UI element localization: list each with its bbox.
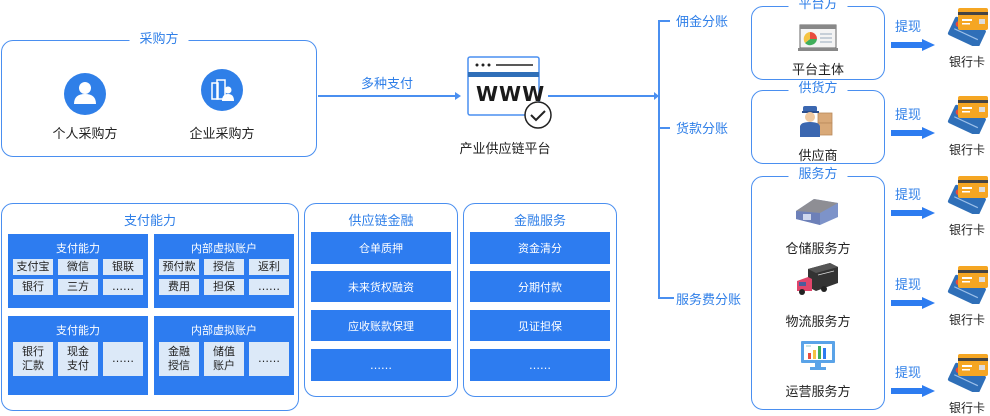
chip-more: …… bbox=[103, 279, 143, 295]
payment-group-3-title: 支付能力 bbox=[56, 324, 100, 337]
split-label-goods: 货款分账 bbox=[674, 118, 731, 137]
recipient-member-supplier: 供应商 bbox=[798, 149, 838, 164]
recipient-title-service: 服务方 bbox=[788, 166, 848, 184]
chip-third-party: 三方 bbox=[58, 279, 98, 295]
chip-bank-transfer: 银行 汇款 bbox=[13, 342, 53, 376]
payment-flow-label: 多种支付 bbox=[361, 77, 414, 92]
chip-stored-value: 储值 账户 bbox=[204, 342, 244, 376]
recipient-member-operations: 运营服务方 bbox=[785, 385, 851, 400]
withdraw-arrow-icon bbox=[891, 382, 935, 397]
payment-group-3: 支付能力 银行 汇款 现金 支付 …… bbox=[8, 316, 148, 395]
payment-group-4-title: 内部虚拟账户 bbox=[191, 324, 257, 337]
chip-alipay: 支付宝 bbox=[13, 259, 53, 275]
scf-item-future-goods: 未来货权融资 bbox=[311, 271, 451, 302]
split-branch-goods bbox=[658, 127, 670, 129]
withdraw-label: 提现 bbox=[895, 278, 922, 293]
platform-icon-text: WWW bbox=[476, 82, 546, 106]
withdraw-arrow-icon bbox=[891, 124, 935, 139]
chart-monitor-icon bbox=[800, 340, 836, 376]
withdraw-arrow-icon bbox=[891, 36, 935, 51]
bank-card-label: 银行卡 bbox=[949, 401, 986, 415]
bank-card-icon bbox=[946, 264, 990, 308]
scf-item-receivables: 应收账款保理 bbox=[311, 310, 451, 341]
withdraw-label: 提现 bbox=[895, 20, 922, 35]
supply-chain-finance-title: 供应链金融 bbox=[348, 214, 414, 229]
payment-group-1-title: 支付能力 bbox=[56, 242, 100, 255]
chip-prepayment: 预付款 bbox=[159, 259, 199, 275]
chip-wechat: 微信 bbox=[58, 259, 98, 275]
platform-to-split-arrow bbox=[654, 91, 659, 100]
bank-card-icon bbox=[946, 94, 990, 138]
chip-financial-credit: 金融 授信 bbox=[159, 342, 199, 376]
split-label-commission: 佣金分账 bbox=[674, 11, 731, 30]
purchaser-frame: 采购方 个人采购方 企业采购方 bbox=[1, 31, 317, 157]
payment-flow-line bbox=[318, 95, 455, 97]
chip-unionpay: 银联 bbox=[103, 259, 143, 275]
scf-item-more: …… bbox=[311, 349, 451, 381]
financial-services-panel: 金融服务 资金清分 分期付款 见证担保 …… bbox=[463, 203, 617, 397]
chip-fees: 费用 bbox=[159, 279, 199, 295]
recipient-frame-supplier: 供货方 供应商 bbox=[751, 80, 885, 164]
withdraw-label: 提现 bbox=[895, 366, 922, 381]
chip-more: …… bbox=[249, 279, 289, 295]
fs-item-escrow: 见证担保 bbox=[470, 310, 610, 341]
recipient-member-platform: 平台主体 bbox=[791, 63, 844, 78]
fs-item-clearing: 资金清分 bbox=[470, 232, 610, 264]
supplier-icon bbox=[798, 103, 838, 145]
split-tree-trunk bbox=[658, 20, 660, 298]
purchaser-item-enterprise: 企业采购方 bbox=[189, 127, 255, 142]
bank-card-label: 银行卡 bbox=[949, 223, 986, 237]
recipient-frame-platform: 平台方 平台主体 bbox=[751, 0, 885, 80]
scf-item-warehouse-receipt: 仓单质押 bbox=[311, 232, 451, 264]
payment-capability-title: 支付能力 bbox=[123, 214, 176, 229]
bank-card-icon bbox=[946, 174, 990, 218]
recipient-frame-service: 服务方 仓储服务方 物流服务方 bbox=[751, 166, 885, 410]
chip-credit: 授信 bbox=[204, 259, 244, 275]
payment-group-2: 内部虚拟账户 预付款 授信 返利 费用 担保 …… bbox=[154, 234, 294, 308]
chip-rebate: 返利 bbox=[249, 259, 289, 275]
payment-flow-arrow bbox=[455, 91, 461, 100]
recipient-member-warehouse: 仓储服务方 bbox=[785, 242, 851, 257]
fs-item-installment: 分期付款 bbox=[470, 271, 610, 302]
chip-guarantee: 担保 bbox=[204, 279, 244, 295]
split-branch-commission bbox=[658, 20, 670, 22]
recipient-title-platform: 平台方 bbox=[788, 0, 848, 14]
withdraw-label: 提现 bbox=[895, 108, 922, 123]
withdraw-arrow-icon bbox=[891, 294, 935, 309]
payment-group-4: 内部虚拟账户 金融 授信 储值 账户 …… bbox=[154, 316, 294, 395]
recipient-title-supplier: 供货方 bbox=[788, 80, 848, 98]
withdraw-label: 提现 bbox=[895, 188, 922, 203]
payment-capability-panel: 支付能力 支付能力 支付宝 微信 银联 银行 三方 …… 内部虚拟账户 预付款 … bbox=[1, 203, 299, 411]
recipient-member-logistics: 物流服务方 bbox=[785, 315, 851, 330]
truck-icon bbox=[794, 261, 840, 301]
chip-more: …… bbox=[103, 342, 143, 376]
chip-more: …… bbox=[249, 342, 289, 376]
payment-group-1: 支付能力 支付宝 微信 银联 银行 三方 …… bbox=[8, 234, 148, 308]
withdraw-arrow-icon bbox=[891, 204, 935, 219]
chip-cash-payment: 现金 支付 bbox=[58, 342, 98, 376]
split-branch-service bbox=[658, 297, 674, 299]
split-label-service: 服务费分账 bbox=[674, 289, 744, 308]
bank-card-label: 银行卡 bbox=[949, 143, 986, 157]
person-icon bbox=[64, 73, 106, 115]
enterprise-icon bbox=[201, 69, 243, 111]
financial-services-title: 金融服务 bbox=[513, 214, 566, 229]
supply-chain-finance-panel: 供应链金融 仓单质押 未来货权融资 应收账款保理 …… bbox=[304, 203, 458, 397]
payment-group-2-title: 内部虚拟账户 bbox=[191, 242, 257, 255]
platform-label: 产业供应链平台 bbox=[459, 142, 551, 157]
chip-bank: 银行 bbox=[13, 279, 53, 295]
platform-to-split-line bbox=[548, 95, 656, 97]
warehouse-icon bbox=[794, 193, 840, 231]
platform-web-icon: WWW bbox=[467, 56, 557, 131]
purchaser-item-personal: 个人采购方 bbox=[52, 127, 118, 142]
bank-card-label: 银行卡 bbox=[949, 55, 986, 69]
bank-card-icon bbox=[946, 6, 990, 50]
dashboard-monitor-icon bbox=[798, 24, 838, 58]
bank-card-icon bbox=[946, 352, 990, 396]
fs-item-more: …… bbox=[470, 349, 610, 381]
purchaser-title: 采购方 bbox=[129, 31, 189, 49]
bank-card-label: 银行卡 bbox=[949, 313, 986, 327]
